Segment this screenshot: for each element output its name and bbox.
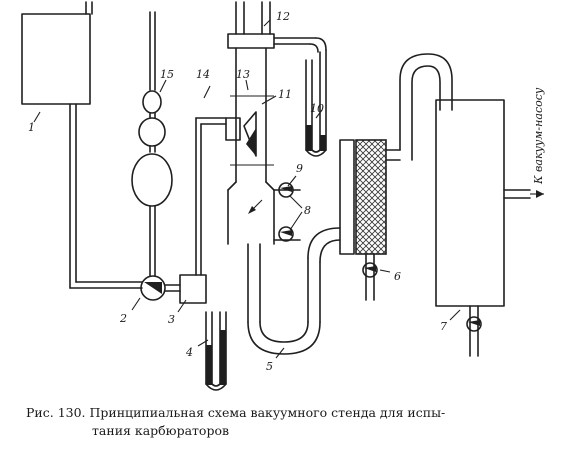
label-6: 6 [394, 270, 401, 283]
measuring-burette [131, 11, 173, 277]
label-2: 2 [119, 312, 127, 325]
label-9: 9 [296, 162, 303, 175]
label-12: 12 [276, 10, 290, 23]
leader-lines [33, 19, 461, 359]
u-bend-pipe [247, 227, 341, 355]
figure-caption: Рис. 130. Принципиальная схема вакуумног… [26, 404, 556, 440]
label-5: 5 [266, 360, 273, 373]
manometer-right [305, 49, 327, 157]
caption-line-2: тания карбюраторов [92, 423, 230, 438]
label-11: 11 [278, 88, 292, 101]
label-14: 14 [196, 68, 210, 81]
filter [339, 139, 401, 301]
label-10: 10 [310, 102, 324, 115]
label-1: 1 [28, 121, 35, 134]
carburettor-body [225, 1, 275, 245]
label-3: 3 [168, 313, 175, 326]
air-inlet [261, 1, 327, 53]
label-4: 4 [185, 346, 193, 359]
float-chamber [179, 117, 227, 304]
label-8: 8 [304, 204, 311, 217]
fuel-tank [21, 1, 143, 289]
caption-line-1: Рис. 130. Принципиальная схема вакуумног… [26, 405, 446, 420]
label-7: 7 [440, 320, 447, 333]
label-13: 13 [236, 68, 250, 81]
vacuum-pump-label: К вакуум-насосу [532, 87, 545, 185]
label-15: 15 [160, 68, 174, 81]
throttle-valves [273, 182, 301, 242]
receiver-tank [399, 53, 544, 357]
three-way-cock [140, 275, 181, 301]
manometer-left [205, 311, 227, 391]
vacuum-stand-schematic: 1 2 3 4 5 6 7 8 9 10 11 12 13 14 15 К ва… [21, 1, 545, 391]
